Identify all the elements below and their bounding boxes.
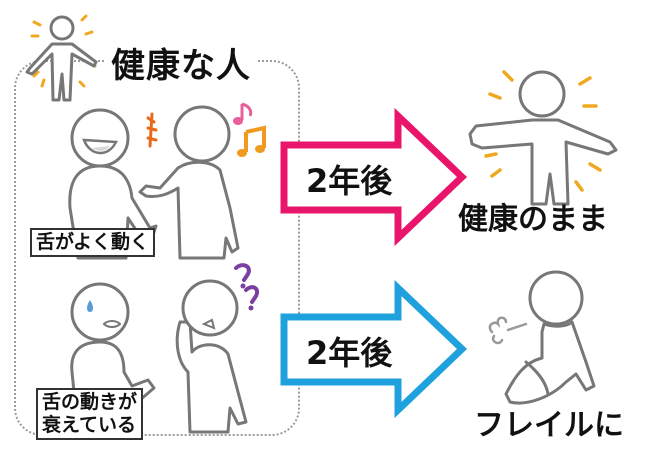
music-note-icon [233,102,253,125]
group-title: 健康な人 [105,38,257,87]
music-note-icon [237,125,266,157]
scene2-label-line2: 衰えている [42,413,137,436]
outcome-frail-label: フレイルに [474,408,624,443]
arrow-blue-label: 2年後 [306,334,393,372]
scene2-label: 舌の動きが 衰えている [36,388,144,440]
frail-sitting-figure-icon [488,270,596,405]
pink-arrow-icon [280,107,468,247]
scene2-label-line1: 舌の動きが [42,391,138,413]
blue-arrow-icon [280,279,468,419]
scene1-label: 舌がよく動く [30,228,156,257]
outcome-healthy-label: 健康のまま [458,202,608,237]
healthy-figure-icon [468,70,618,206]
arrow-pink-label: 2年後 [306,162,393,200]
healthy-figure-small-icon [25,14,98,102]
